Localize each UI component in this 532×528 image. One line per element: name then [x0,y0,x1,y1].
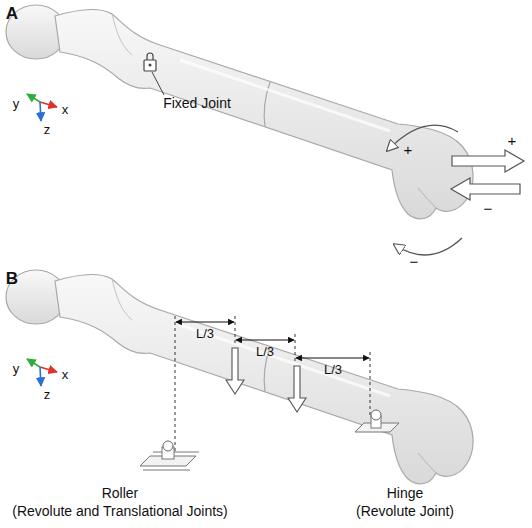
lock-shackle [147,53,153,60]
sign-label: + [508,133,517,150]
extension-line [235,316,236,346]
extension-line [295,334,296,364]
dimension-label: L/3 [256,345,274,359]
dimension-label: L/3 [324,363,342,377]
axis-triad [27,359,57,386]
leader-line [152,72,164,95]
joint-label: Fixed Joint [163,96,231,111]
x-axis [40,102,57,107]
joint-note: (Revolute Joint) [356,504,454,519]
extension-line [175,316,176,452]
rotation-arrow [395,238,462,255]
dimension-line [296,357,369,358]
lock-symbol [144,53,164,95]
joint-label: Hinge [387,486,424,501]
axis-label: z [44,388,51,402]
roller-rail [143,470,190,471]
axis-label: z [44,123,51,137]
lock-body [144,60,156,71]
hinge-pin [371,410,381,420]
translation-arrow [452,150,524,172]
y-axis [27,94,40,102]
axis-label: y [13,362,20,376]
dimension-line [236,339,294,340]
panel-letter: A [6,5,18,24]
z-axis [40,102,41,121]
axis-label: x [62,368,69,382]
y-axis [27,359,40,367]
dimension-label: L/3 [196,327,214,341]
rotation-arrow [388,125,458,150]
sign-label: + [404,142,413,159]
extension-line [370,352,371,418]
extension-lines [175,316,370,452]
load-arrow [226,348,244,394]
roller-symbol [140,441,199,470]
translation-arrow [451,178,520,200]
hinge-symbol [355,410,399,432]
roller-rail [153,452,199,453]
sign-label: − [410,254,419,271]
axis-triad [27,94,57,121]
axis-label: y [13,97,20,111]
axis-label: x [62,103,69,117]
lock-keyhole [149,64,152,67]
load-arrow [288,366,306,412]
sign-label: − [484,201,493,218]
dimension-line [176,321,234,322]
panel-letter: B [6,270,18,289]
femur-bone [6,270,473,484]
joint-label: Roller [102,486,139,501]
x-axis [40,367,57,372]
roller-pin [163,441,173,451]
joint-note: (Revolute and Translational Joints) [12,504,228,519]
z-axis [40,367,41,386]
femur-bone [6,5,473,219]
